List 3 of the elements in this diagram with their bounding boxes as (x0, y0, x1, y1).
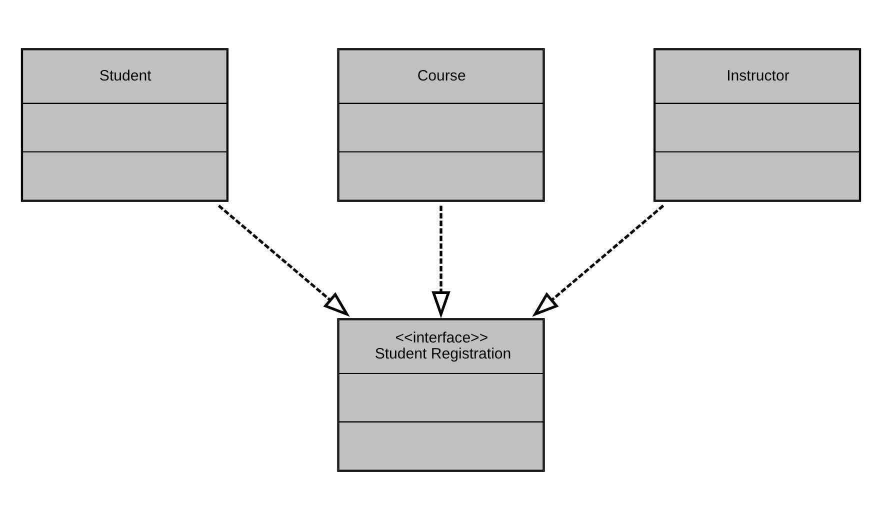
arrow (432, 206, 450, 318)
arrow (532, 204, 664, 317)
arrow (218, 204, 350, 317)
